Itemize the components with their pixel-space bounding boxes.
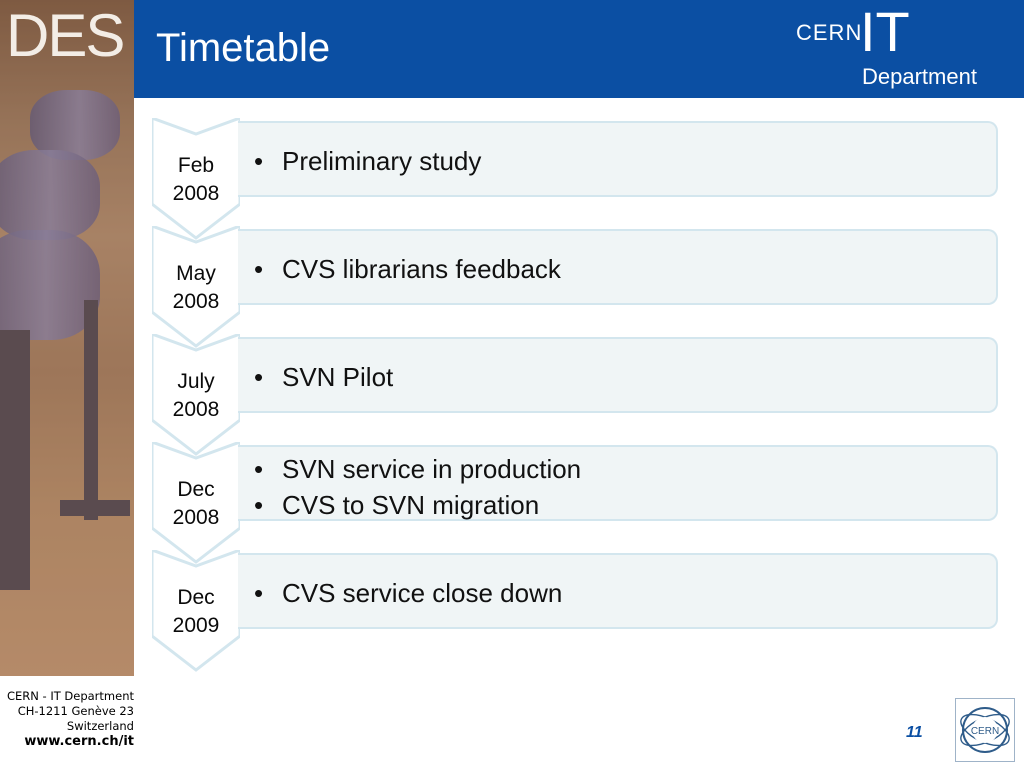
footer-line: CH-1211 Genève 23 <box>17 704 134 718</box>
milestone-item: •CVS service close down <box>254 578 563 608</box>
milestone-box: •SVN Pilot <box>238 337 998 413</box>
milestone-item: •SVN service in production <box>254 454 582 484</box>
footer-address: CERN - IT Department CH-1211 Genève 23 S… <box>0 689 134 749</box>
footer-url-link[interactable]: www.cern.ch/it <box>24 734 134 749</box>
milestone-box: •CVS service close down <box>238 553 998 629</box>
milestone-box: •Preliminary study <box>238 121 998 197</box>
milestone-item: •SVN Pilot <box>254 362 394 392</box>
slide-header: Timetable CERN IT Department <box>134 0 1024 98</box>
logo-it-text: IT <box>860 0 910 63</box>
footer-line: Switzerland <box>66 719 134 733</box>
logo-department-text: Department <box>862 64 977 89</box>
page-number: 11 <box>906 724 923 741</box>
milestone-item: •Preliminary study <box>254 146 482 176</box>
footer-line: CERN - IT Department <box>6 689 134 703</box>
milestone-item: •CVS librarians feedback <box>254 254 561 284</box>
cern-logo-icon: CERN <box>955 698 1015 762</box>
des-logo: DES <box>6 2 125 69</box>
milestone-box: •SVN service in production •CVS to SVN m… <box>238 445 998 521</box>
milestone-box: •CVS librarians feedback <box>238 229 998 305</box>
cern-it-logo: CERN IT Department <box>796 4 1010 92</box>
background-photo: DES <box>0 0 134 676</box>
slide-title: Timetable <box>156 26 331 70</box>
cern-logo-text: CERN <box>971 726 999 737</box>
milestone-item: •CVS to SVN migration <box>254 490 540 520</box>
logo-cern-text: CERN <box>796 20 863 45</box>
